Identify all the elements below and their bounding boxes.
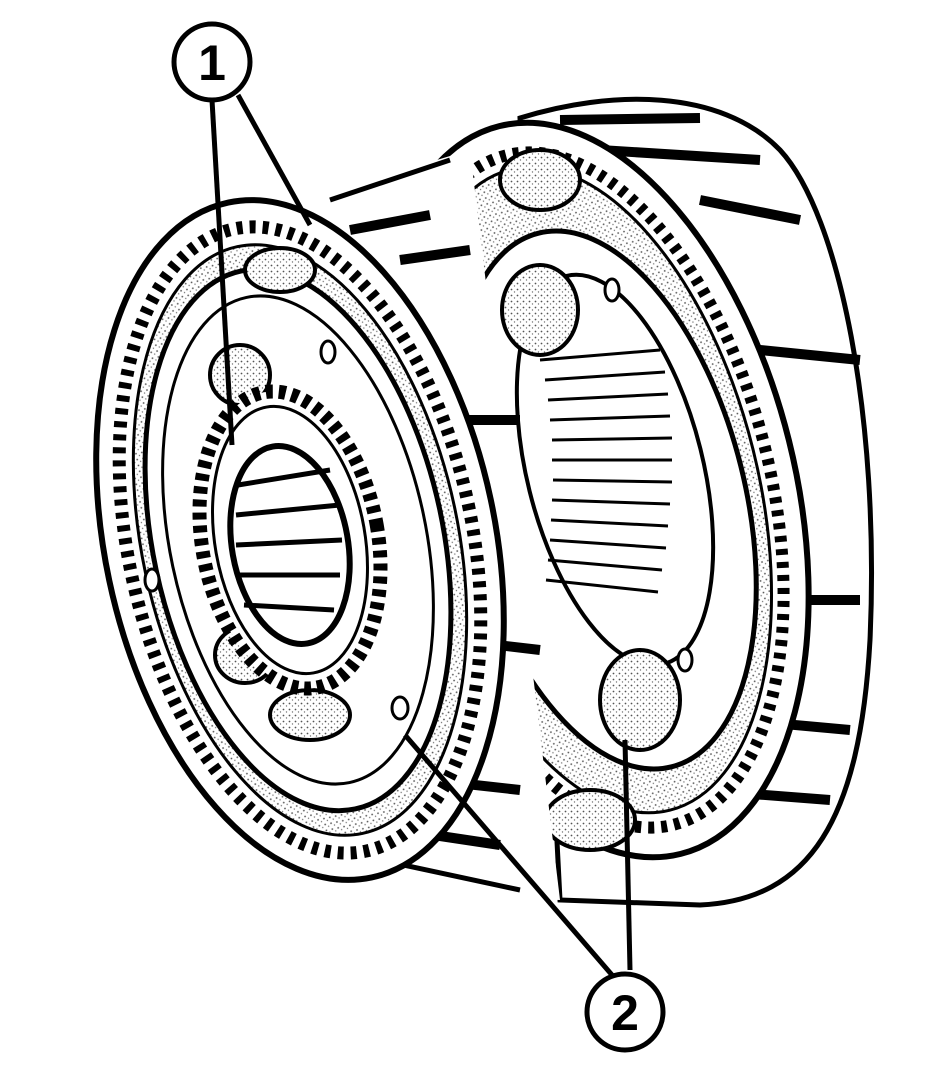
callout-2: 2 — [584, 971, 666, 1053]
rear-ring-teeth — [390, 146, 790, 834]
front-plate-hole — [390, 695, 410, 721]
callout-leaders — [209, 93, 633, 977]
leader-1-to-sun-gear — [209, 99, 235, 446]
leader-2-to-front-carrier — [403, 733, 614, 977]
callout-2-label: 2 — [611, 985, 639, 1041]
rear-planet-pinion — [598, 648, 682, 752]
rear-plate-hole — [676, 647, 694, 673]
rear-hub-splines — [539, 348, 673, 594]
leader-2-to-rear-carrier — [622, 739, 633, 971]
front-plate-hole — [143, 567, 161, 593]
callout-1-circle — [171, 21, 253, 103]
sun-bore-splines — [235, 467, 343, 613]
rear-planet-pinion — [500, 263, 580, 357]
rear-planet-pinion — [498, 148, 582, 212]
front-planet-pinion — [243, 246, 317, 294]
front-plate-hole — [319, 339, 337, 365]
front-ring-teeth — [112, 220, 488, 860]
callout-2-circle — [584, 971, 666, 1053]
front-ring-gear-unit — [93, 197, 507, 883]
front-planet-pinion — [268, 688, 352, 742]
leader-1-to-ring-gear — [235, 93, 313, 227]
sun-gear-bore — [227, 443, 353, 647]
callout-1-label: 1 — [198, 35, 226, 91]
callout-1: 1 — [171, 21, 253, 103]
rear-planet-pinion — [543, 788, 637, 852]
rear-plate-hole — [603, 277, 621, 303]
